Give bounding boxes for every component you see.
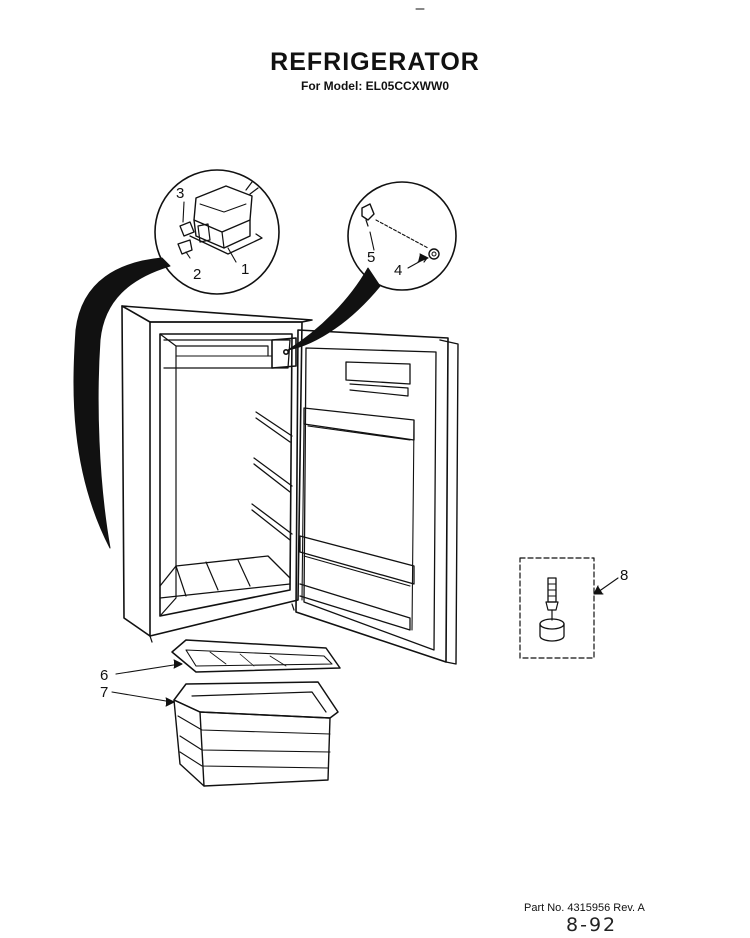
callout-2: 2 (193, 266, 201, 283)
detail-connector-band-right (287, 267, 381, 351)
callout-3: 3 (176, 185, 184, 202)
callout-4: 4 (394, 262, 402, 279)
callout-7: 7 (100, 684, 108, 701)
detail-connector-band-left (73, 257, 171, 549)
model-subtitle: For Model: EL05CCXWW0 (300, 79, 449, 93)
refrigerator-door (295, 329, 459, 665)
callout-5: 5 (367, 249, 375, 266)
crisper-drawer (173, 681, 339, 787)
page-title: REFRIGERATOR (270, 48, 480, 76)
handwritten-date: 8-92 (566, 914, 618, 936)
refrigerator-cabinet (121, 305, 313, 643)
callout-6: 6 (100, 667, 108, 684)
leader-lines (111, 253, 619, 707)
part-number: Part No. 4315956 Rev. A (524, 902, 645, 914)
crisper-cover (171, 639, 341, 673)
callout-8: 8 (620, 567, 628, 584)
compressor-detail-circle (154, 169, 280, 295)
leveling-leg-detail (519, 557, 595, 659)
callout-1: 1 (241, 261, 249, 278)
